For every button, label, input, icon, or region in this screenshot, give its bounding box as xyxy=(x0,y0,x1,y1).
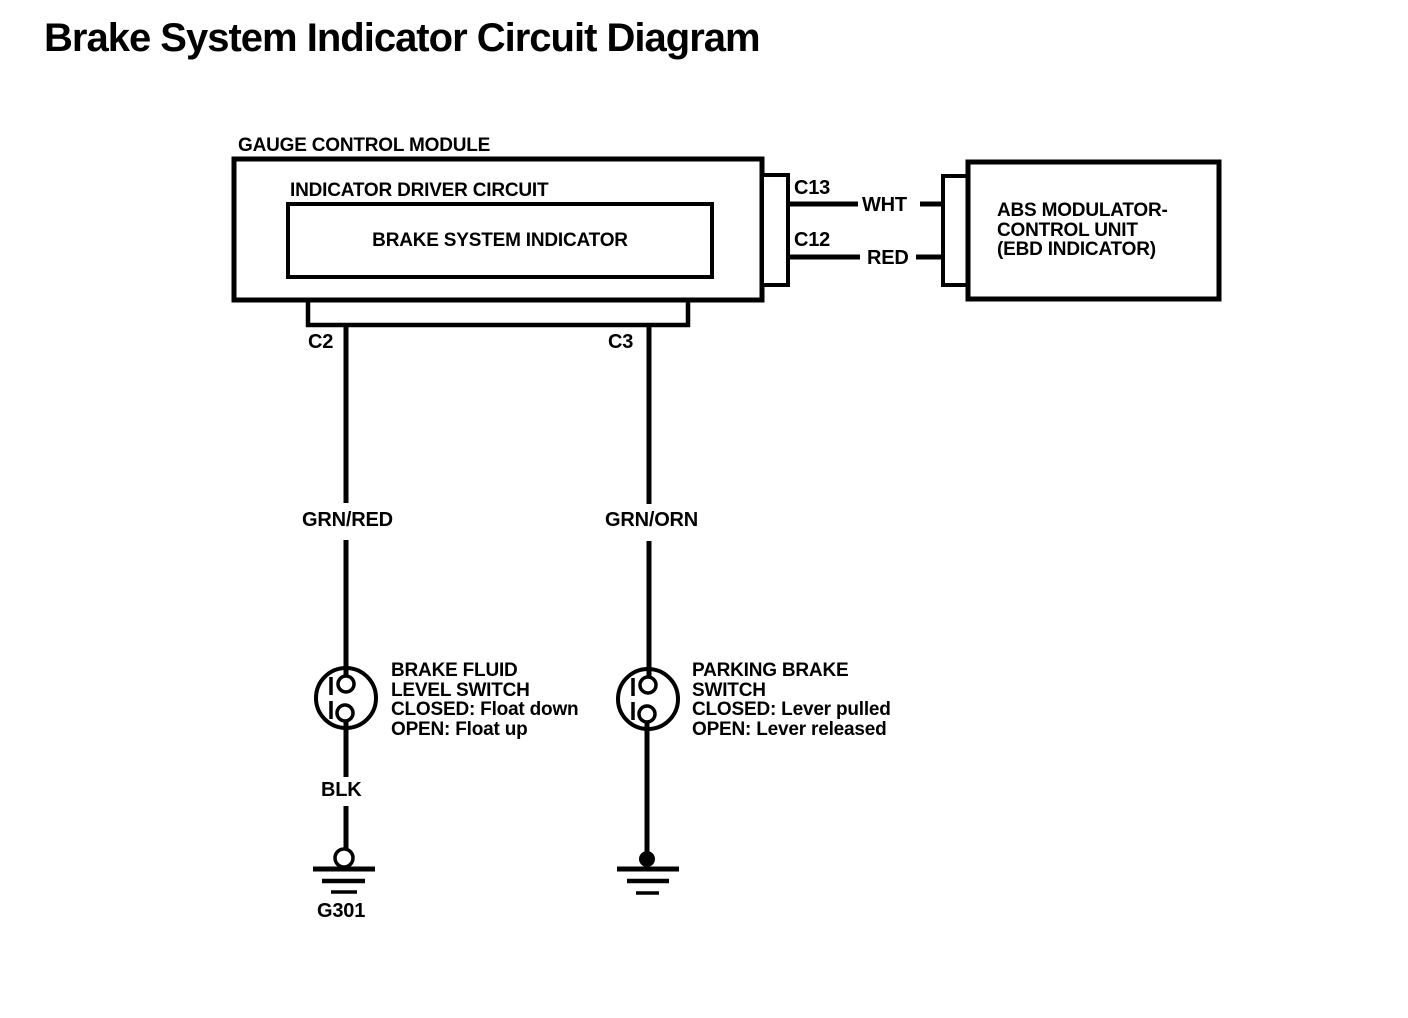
connector-c3-label: C3 xyxy=(608,331,634,353)
brake-fluid-level-switch-symbol xyxy=(314,666,378,730)
parking-brake-switch-symbol xyxy=(616,667,680,731)
switch-label-line: BRAKE FLUID xyxy=(391,660,518,681)
switch-top-terminal-icon xyxy=(336,674,356,694)
switch-label-line: OPEN: Float up xyxy=(391,718,528,740)
wire-color-grn-orn-label: GRN/ORN xyxy=(605,509,699,531)
switch-label-line: OPEN: Lever released xyxy=(692,718,887,740)
switch-body-circle xyxy=(314,666,378,730)
switch-label-line: CLOSED: Lever pulled xyxy=(692,699,891,720)
switch-label-line: LEVEL SWITCH xyxy=(391,679,530,701)
gauge-module-bottom-connector-tab xyxy=(305,302,691,328)
indicator-driver-circuit-label: INDICATOR DRIVER CIRCUIT xyxy=(290,180,549,201)
abs-label-line: (EBD INDICATOR) xyxy=(997,239,1156,260)
ground-symbol-g301 xyxy=(313,847,375,894)
switch-label-line: SWITCH xyxy=(692,679,766,701)
wire-color-grn-red-label: GRN/RED xyxy=(302,509,393,531)
abs-modulator-control-unit-label: ABS MODULATOR- CONTROL UNIT (EBD INDICAT… xyxy=(997,201,1168,260)
ground-terminal-circle-icon xyxy=(333,847,355,869)
switch-bottom-terminal-icon xyxy=(335,703,355,723)
switch-bottom-terminal-icon xyxy=(637,704,657,724)
parking-brake-switch-label: PARKING BRAKE SWITCH CLOSED: Lever pulle… xyxy=(692,661,891,739)
connector-c2-label: C2 xyxy=(308,331,334,353)
gauge-control-module-label: GAUGE CONTROL MODULE xyxy=(238,135,491,156)
wire-color-blk-label: BLK xyxy=(321,779,362,801)
brake-system-indicator-box xyxy=(286,202,714,279)
wire-color-red-label: RED xyxy=(867,247,909,269)
switch-top-terminal-icon xyxy=(638,675,658,695)
switch-label-line: PARKING BRAKE xyxy=(692,660,849,681)
brake-fluid-level-switch-label: BRAKE FLUID LEVEL SWITCH CLOSED: Float d… xyxy=(391,660,579,740)
abs-label-line: CONTROL UNIT xyxy=(997,219,1138,241)
ground-junction-dot-icon xyxy=(639,851,655,867)
gauge-module-right-connector-tab xyxy=(760,173,790,287)
connector-c13-label: C13 xyxy=(794,177,831,199)
abs-modulator-control-unit-box xyxy=(965,159,1222,302)
ground-symbol-parking-brake xyxy=(617,851,679,895)
abs-connector-tab xyxy=(941,174,970,287)
wire-color-wht-label: WHT xyxy=(862,194,907,216)
switch-body-circle xyxy=(616,667,680,731)
ground-g301-label: G301 xyxy=(317,900,366,922)
page-title: Brake System Indicator Circuit Diagram xyxy=(44,16,761,60)
connector-c12-label: C12 xyxy=(794,229,831,251)
abs-label-line: ABS MODULATOR- xyxy=(997,200,1168,221)
brake-system-indicator-label: BRAKE SYSTEM INDICATOR xyxy=(372,230,628,251)
switch-label-line: CLOSED: Float down xyxy=(391,699,579,720)
